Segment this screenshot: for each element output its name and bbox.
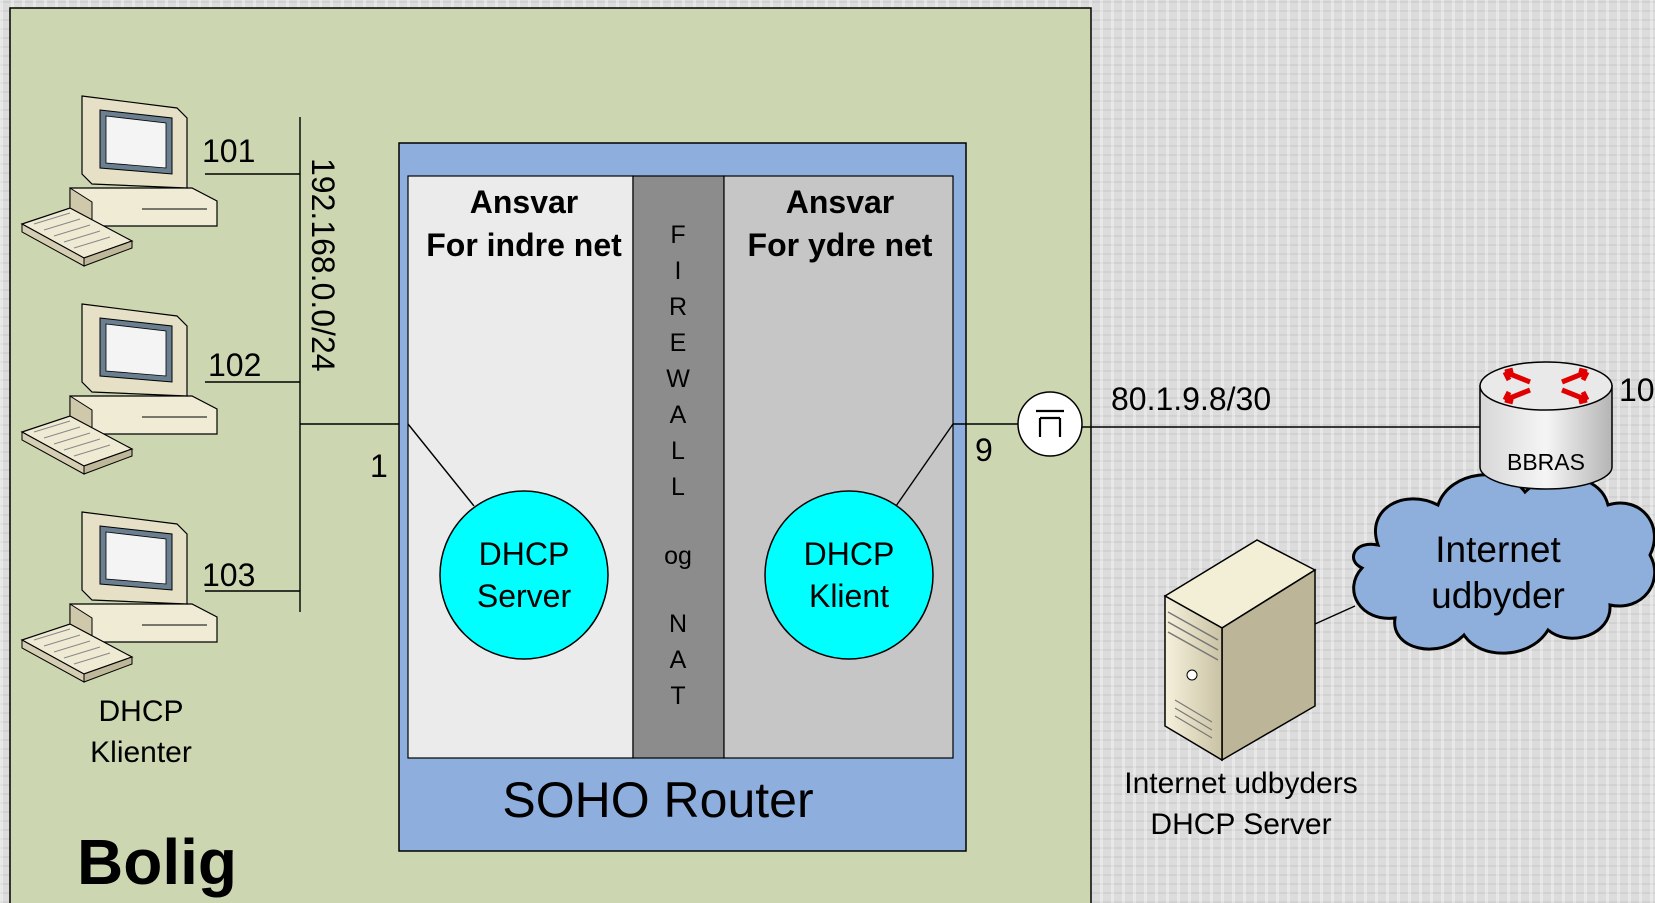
server-tower-icon bbox=[1163, 539, 1317, 762]
link-server-cloud bbox=[1314, 605, 1356, 625]
dhcp-client-label-line1: DHCP bbox=[804, 536, 895, 572]
host-ip-label: 103 bbox=[202, 557, 255, 593]
firewall-and-label: og bbox=[664, 542, 692, 570]
home-label: Bolig bbox=[77, 826, 237, 898]
dhcp-client-circle bbox=[764, 490, 934, 660]
isp-cloud-label-line2: udbyder bbox=[1431, 575, 1565, 616]
bbras-label: BBRAS bbox=[1507, 449, 1585, 475]
nat-letter: A bbox=[670, 646, 687, 674]
firewall-panel bbox=[632, 175, 725, 759]
desktop-computer-icon bbox=[20, 95, 218, 267]
link-dhcp-server bbox=[407, 423, 475, 507]
isp-dhcp-server-label-line1: Internet udbyders bbox=[1124, 767, 1357, 800]
firewall-letter: A bbox=[670, 401, 687, 429]
host-ip-label: 102 bbox=[208, 347, 261, 383]
router-lan-ip-label: 1 bbox=[370, 448, 388, 484]
firewall-letter: L bbox=[671, 473, 685, 501]
nat-letter: T bbox=[670, 682, 685, 710]
dhcp-client-label: DHCP Klient bbox=[804, 536, 895, 614]
dhcp-clients-label-line2: Klienter bbox=[90, 736, 192, 769]
inner-net-title: Ansvar bbox=[470, 184, 579, 220]
link-dhcp-client bbox=[895, 423, 954, 507]
inner-net-panel bbox=[407, 175, 634, 759]
dhcp-clients-label-line1: DHCP bbox=[98, 695, 183, 728]
isp-cloud-label: Internet udbyder bbox=[1431, 529, 1565, 616]
dhcp-clients-label: DHCP Klienter bbox=[90, 695, 192, 769]
bbras-ip-label: 10 bbox=[1619, 372, 1655, 408]
dhcp-server-label-line1: DHCP bbox=[479, 536, 570, 572]
outer-net-title: Ansvar bbox=[786, 184, 895, 220]
firewall-letter: W bbox=[666, 365, 690, 393]
router-label: SOHO Router bbox=[502, 772, 813, 828]
bbras-router-icon bbox=[1479, 361, 1613, 490]
outer-net-subtitle: For ydre net bbox=[748, 227, 933, 263]
inner-net-subtitle: For indre net bbox=[426, 227, 622, 263]
wan-subnet-label: 80.1.9.8/30 bbox=[1111, 381, 1271, 417]
dhcp-server-label: DHCP Server bbox=[477, 536, 572, 614]
termination-point-icon bbox=[1017, 391, 1083, 457]
firewall-letter: L bbox=[671, 437, 685, 465]
desktop-computer-icon bbox=[20, 303, 218, 475]
isp-cloud-label-line1: Internet bbox=[1435, 529, 1561, 570]
firewall-letter: I bbox=[675, 257, 682, 285]
router-wan-ip-label: 9 bbox=[975, 432, 993, 468]
lan-subnet-label: 192.168.0.0/24 bbox=[305, 158, 341, 372]
outer-net-panel bbox=[723, 175, 954, 759]
desktop-computer-icon bbox=[20, 511, 218, 683]
isp-dhcp-server-label-line2: DHCP Server bbox=[1150, 808, 1331, 841]
firewall-letter: F bbox=[670, 221, 685, 249]
host-ip-label: 101 bbox=[202, 133, 255, 169]
firewall-letter: R bbox=[669, 293, 687, 321]
termination-symbol bbox=[1036, 409, 1064, 437]
dhcp-client-label-line2: Klient bbox=[809, 578, 889, 614]
firewall-letter: E bbox=[670, 329, 687, 357]
nat-letter: N bbox=[669, 610, 687, 638]
dhcp-server-label-line2: Server bbox=[477, 578, 572, 614]
firewall-label: F I R E W A L L og N A T bbox=[664, 221, 692, 710]
dhcp-server-circle bbox=[439, 490, 609, 660]
